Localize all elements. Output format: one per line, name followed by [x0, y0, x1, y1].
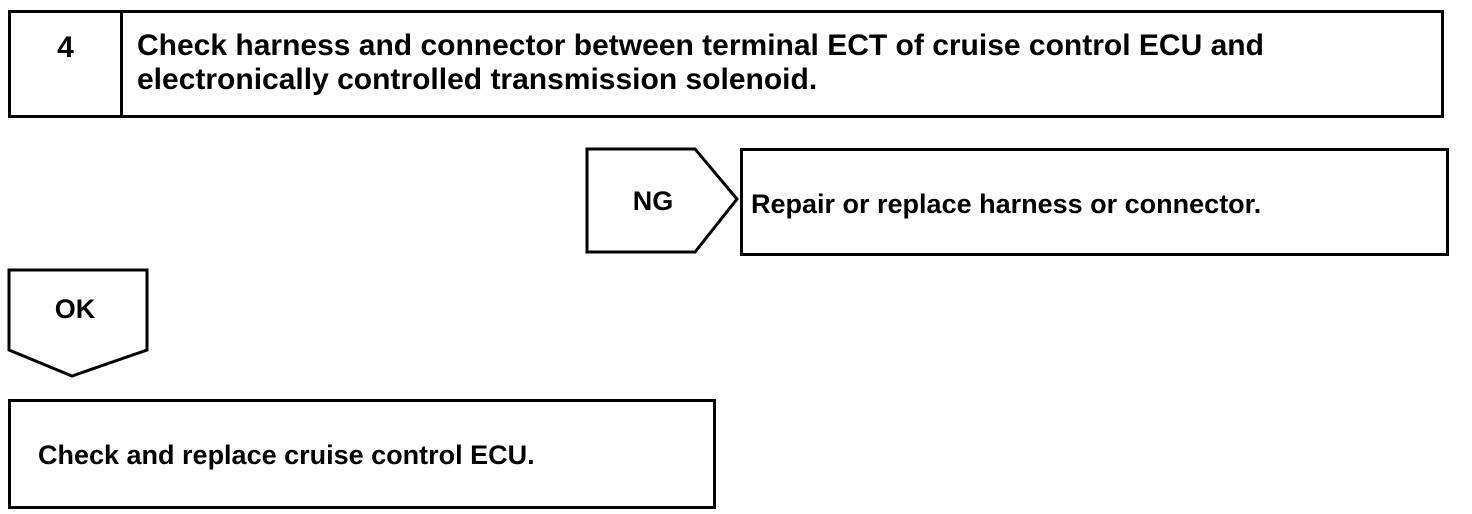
ok-result-action: Check and replace cruise control ECU. — [38, 440, 535, 470]
step-box: 4 Check harness and connector between te… — [8, 10, 1444, 118]
step-divider — [120, 13, 123, 115]
step-instruction: Check harness and connector between term… — [137, 29, 1264, 96]
ok-result-box: Check and replace cruise control ECU. — [8, 399, 716, 509]
ng-result-action: Repair or replace harness or connector. — [751, 189, 1262, 219]
ng-result-box: Repair or replace harness or connector. — [740, 148, 1449, 256]
ok-arrow-shape — [7, 268, 149, 378]
step-number: 4 — [57, 31, 74, 64]
ng-arrow-shape — [585, 147, 739, 254]
ng-label: NG — [632, 186, 674, 216]
ok-label: OK — [54, 294, 96, 324]
